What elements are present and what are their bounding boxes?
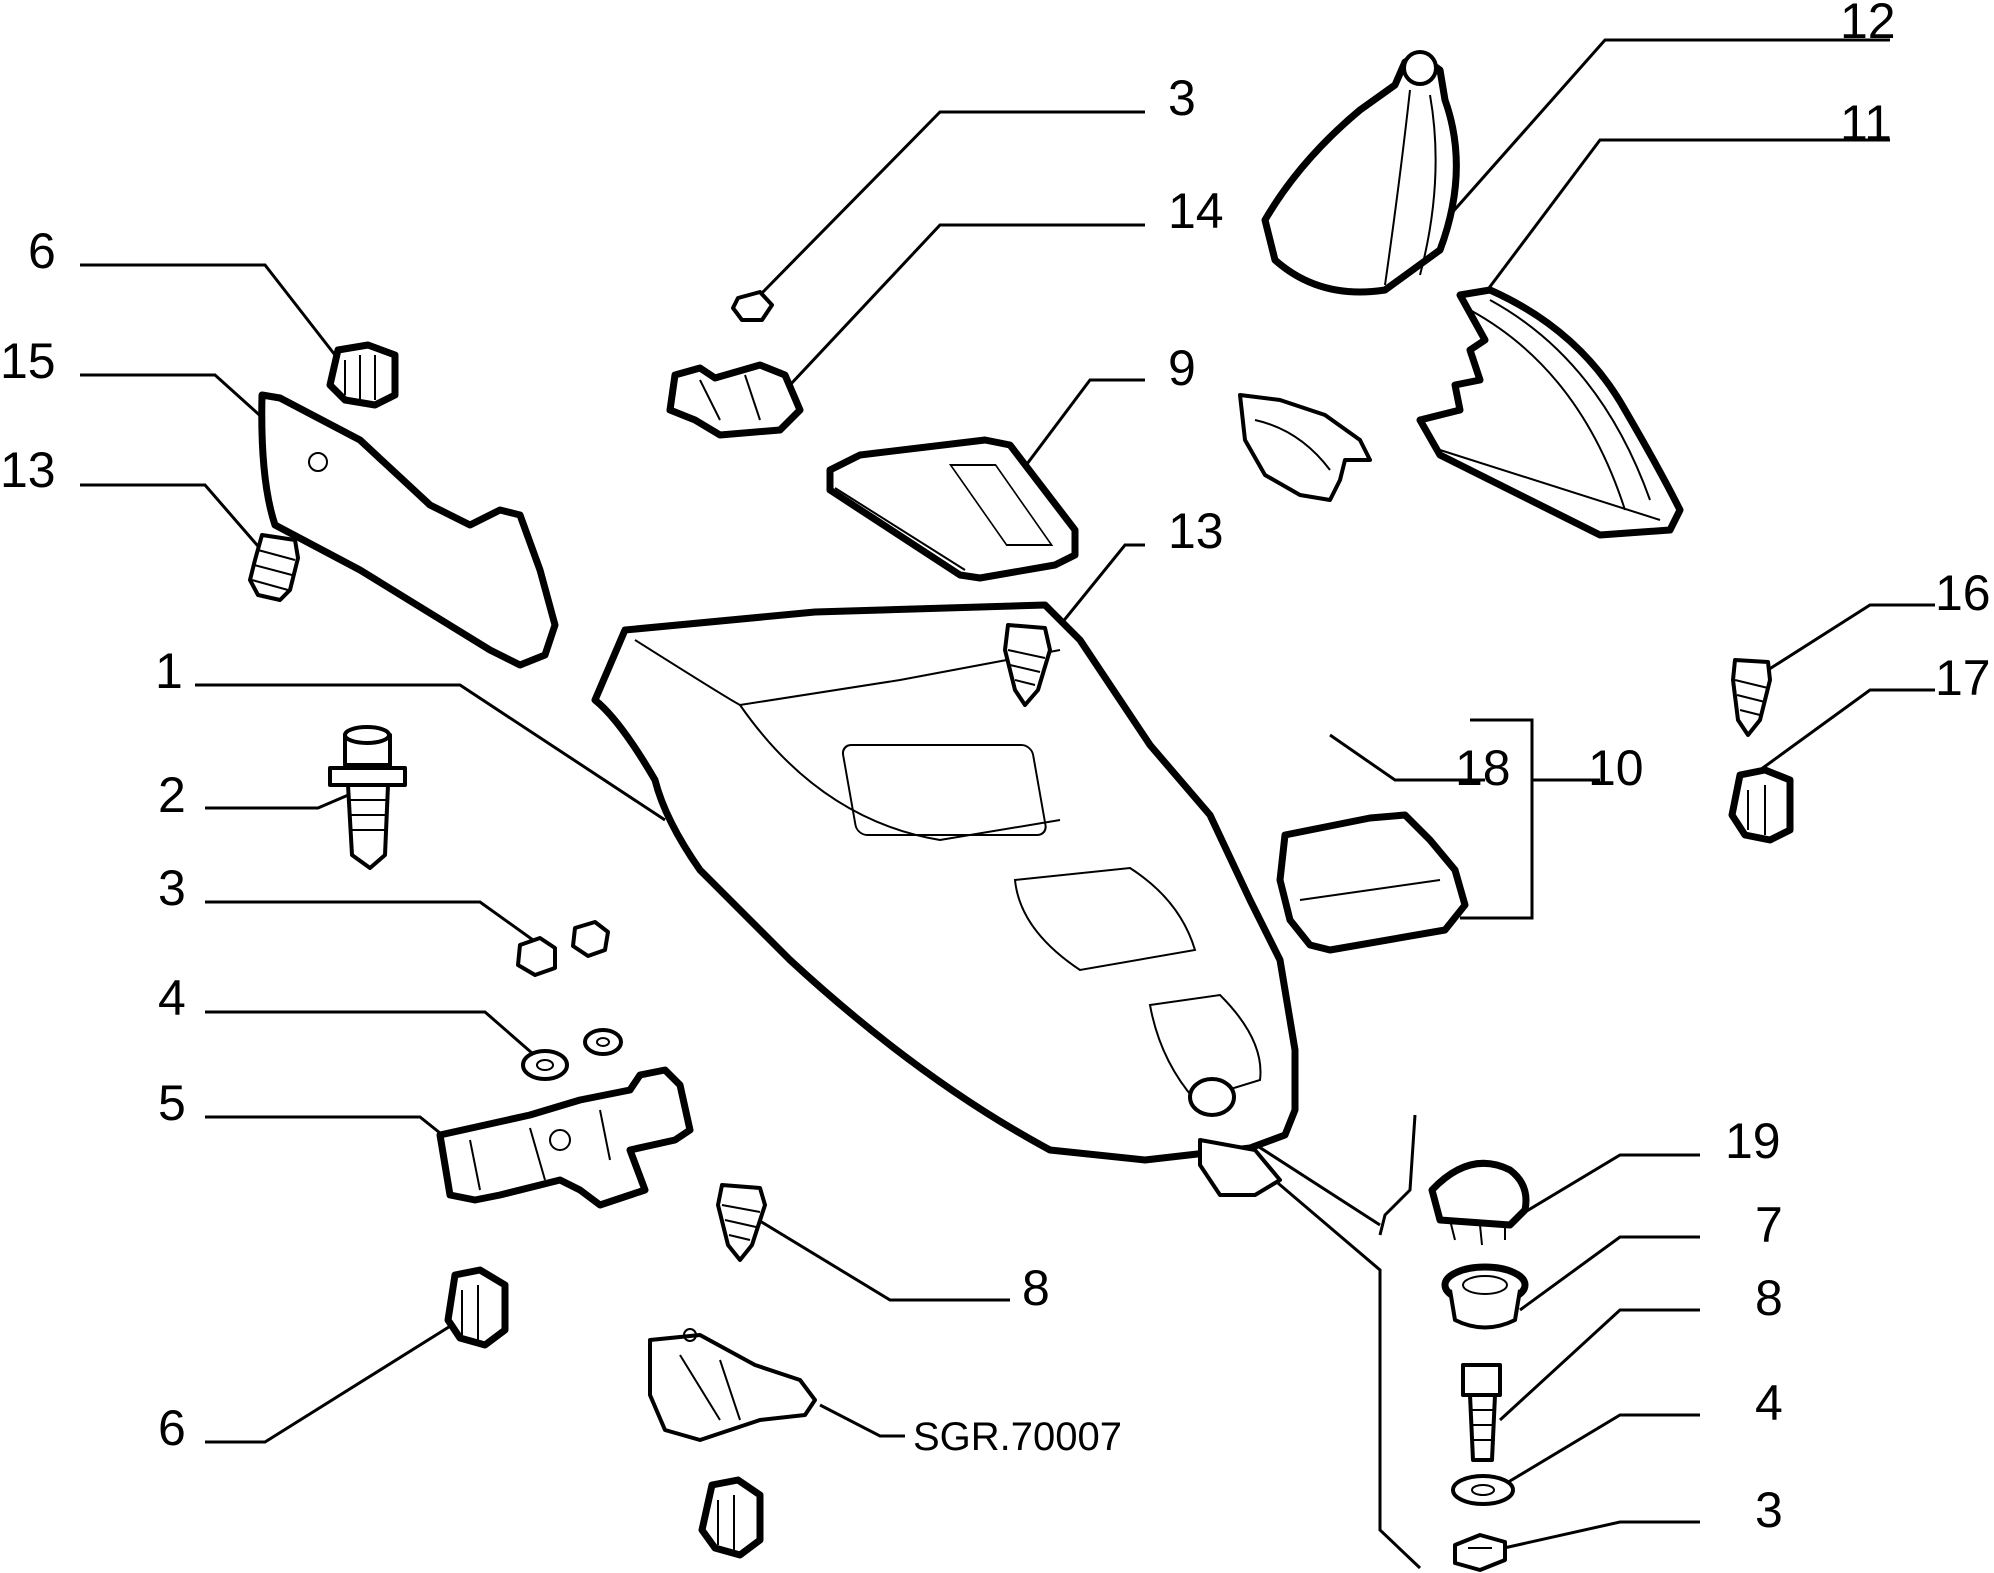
callout-2: 2 <box>158 767 186 823</box>
callout-4-right: 4 <box>1755 1375 1783 1431</box>
pad-18-part <box>1238 393 1372 502</box>
screw-8-mid-part <box>716 1183 767 1262</box>
callout-13-mid: 13 <box>1168 503 1224 559</box>
screw-13-mid-part <box>1003 623 1052 707</box>
leader-2 <box>205 788 361 810</box>
bolt-8-right-part <box>1461 1363 1502 1462</box>
bracket-sgr-part <box>648 1328 817 1442</box>
bracket-14-part <box>666 361 804 439</box>
callout-10: 10 <box>1588 740 1644 796</box>
leader-6-bottom <box>205 1318 461 1444</box>
callout-3-right: 3 <box>1755 1482 1783 1538</box>
screw-13-left-part <box>248 533 300 602</box>
callout-labels: 12 11 3 14 6 15 13 9 13 16 17 1 18 10 2 … <box>0 0 1991 1538</box>
callout-1: 1 <box>155 643 183 699</box>
side-trim-15-part <box>258 391 559 669</box>
callout-3-top: 3 <box>1168 70 1196 126</box>
assembly-axis-bracket <box>1378 1114 1417 1236</box>
bolt-2-part <box>328 725 407 870</box>
leader-4-left <box>205 1010 541 1062</box>
callout-19: 19 <box>1725 1113 1781 1169</box>
leader-3-left <box>205 900 541 947</box>
leader-3-right <box>1494 1520 1700 1552</box>
armrest-10-part <box>1276 811 1469 954</box>
screw-16-part <box>1731 658 1772 737</box>
callout-11: 11 <box>1840 95 1892 151</box>
nut-top-part <box>731 290 774 322</box>
callout-17: 17 <box>1935 650 1991 706</box>
leader-1 <box>195 683 666 822</box>
leader-17 <box>1759 688 1935 772</box>
clips-6-bottom-part <box>444 1266 764 1559</box>
leader-16 <box>1759 603 1935 677</box>
callout-8-right: 8 <box>1755 1270 1783 1326</box>
leader-13-mid <box>1038 543 1145 651</box>
leader-5 <box>205 1115 446 1139</box>
leader-9 <box>1013 378 1145 481</box>
leader-7 <box>1519 1235 1700 1312</box>
callout-14: 14 <box>1168 183 1224 239</box>
callout-7: 7 <box>1755 1197 1783 1253</box>
nuts-3-left-part <box>516 920 610 977</box>
clip-6-top-part <box>326 341 399 409</box>
leader-8-mid <box>749 1213 1010 1302</box>
leader-lines <box>80 38 1935 1570</box>
callout-12: 12 <box>1840 0 1896 49</box>
callout-3-left: 3 <box>158 860 186 916</box>
assembly-axis-line <box>1224 1136 1422 1570</box>
center-console-1-part <box>591 601 1299 1197</box>
bracket-5-part <box>436 1066 694 1209</box>
callout-4-left: 4 <box>158 970 186 1026</box>
leader-4-right <box>1494 1413 1700 1492</box>
callout-6-bottom: 6 <box>158 1400 186 1456</box>
callout-8-mid: 8 <box>1022 1260 1050 1316</box>
leader-11 <box>1478 138 1890 301</box>
callout-5: 5 <box>158 1075 186 1131</box>
cap-19-part <box>1428 1159 1530 1246</box>
callout-15: 15 <box>0 333 56 389</box>
leader-12 <box>1448 38 1890 216</box>
washers-4-left-part <box>521 1028 623 1081</box>
grommet-7-part <box>1441 1263 1529 1330</box>
leader-13-left <box>80 483 272 561</box>
callout-13-left: 13 <box>0 442 56 498</box>
nut-3-right-part <box>1453 1533 1507 1572</box>
callout-9: 9 <box>1168 340 1196 396</box>
washer-4-right-part <box>1451 1474 1515 1506</box>
leader-8-right <box>1498 1308 1700 1422</box>
leader-3-top <box>758 110 1145 297</box>
leader-6-top <box>80 263 337 356</box>
gear-surround-part <box>1416 286 1684 539</box>
callout-6-top: 6 <box>28 223 56 279</box>
reference-code: SGR.70007 <box>913 1415 1122 1459</box>
leader-19 <box>1519 1153 1700 1217</box>
leader-ref-code <box>819 1403 905 1438</box>
leader-18 <box>1329 733 1485 782</box>
callout-16: 16 <box>1935 565 1991 621</box>
leader-14 <box>788 223 1145 387</box>
gear-boot-part <box>1261 50 1460 296</box>
leader-10-bracket <box>1460 718 1534 920</box>
leader-15 <box>80 373 267 422</box>
clip-17-part <box>1728 766 1794 844</box>
callout-18: 18 <box>1455 740 1511 796</box>
cover-plate-9-part <box>826 436 1079 582</box>
